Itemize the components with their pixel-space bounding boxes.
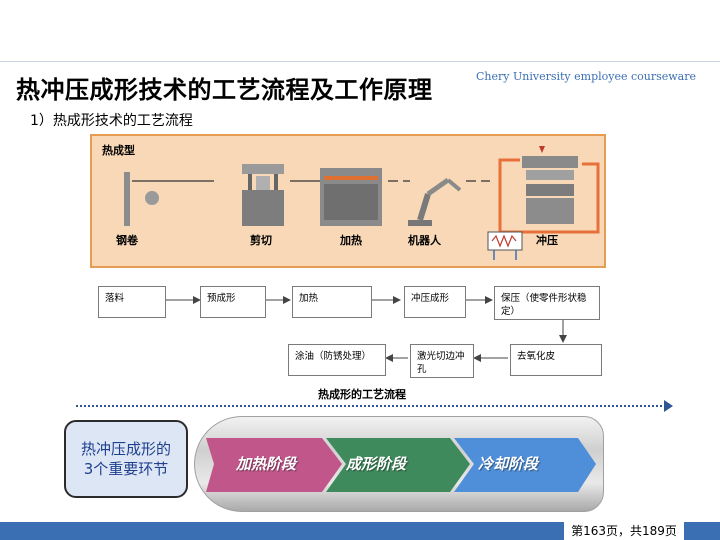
- header-divider: [0, 0, 720, 62]
- section-subtitle: 1）热成形技术的工艺流程: [30, 113, 193, 129]
- furnace-icon: [320, 168, 382, 226]
- flow-step-heating: 加热: [292, 286, 372, 318]
- forming-stage-arrow: [326, 438, 470, 492]
- cooling-stage-arrow: [454, 438, 596, 492]
- equipment-label-shear: 剪切: [250, 234, 272, 247]
- production-line-illustration: [124, 146, 600, 260]
- stage-heating: 加热阶段: [236, 455, 297, 473]
- robot-arm-icon: [408, 177, 462, 226]
- stage-cooling: 冷却阶段: [478, 455, 539, 473]
- heating-stage-arrow: [206, 438, 342, 492]
- flow-step-pressure-hold: 保压（使零件形状稳定）: [494, 286, 600, 320]
- press-machine-icon: [522, 146, 578, 224]
- flow-arrows: [166, 296, 567, 362]
- flow-step-preforming: 预成形: [200, 286, 266, 318]
- stage-arrows: [206, 438, 596, 492]
- flow-caption: 热成形的工艺流程: [318, 388, 406, 401]
- page-title: 热冲压成形技术的工艺流程及工作原理: [16, 76, 433, 104]
- divider-arrow-icon: [664, 400, 673, 412]
- flow-step-press-forming: 冲压成形: [404, 286, 466, 318]
- coil-stand-icon: [124, 172, 130, 226]
- key-stages-line2: 3个重要环节: [83, 460, 169, 478]
- dotted-divider: [76, 405, 666, 407]
- equipment-label-robot: 机器人: [408, 234, 441, 247]
- flow-step-descaling: 去氧化皮: [510, 344, 602, 376]
- flow-step-blanking: 落料: [98, 286, 166, 318]
- shear-machine-icon: [242, 164, 284, 226]
- steel-coil-icon: [145, 191, 159, 205]
- page-number: 第163页，共189页: [564, 522, 684, 540]
- production-line-panel: [90, 134, 606, 268]
- key-stages-box: 热冲压成形的 3个重要环节: [64, 420, 188, 498]
- equipment-label-press: 冲压: [536, 234, 558, 247]
- watermark: Chery University employee courseware: [476, 70, 697, 83]
- equipment-label-heating: 加热: [340, 234, 362, 247]
- flow-step-laser-trimming: 激光切边冲孔: [410, 344, 474, 378]
- flow-step-oiling: 涂油（防锈处理）: [288, 344, 386, 376]
- panel-label: 热成型: [102, 144, 135, 157]
- equipment-label-coil: 钢卷: [116, 234, 138, 247]
- key-stages-line1: 热冲压成形的: [80, 440, 171, 458]
- stage-forming: 成形阶段: [346, 455, 407, 473]
- footer-band: [0, 522, 720, 540]
